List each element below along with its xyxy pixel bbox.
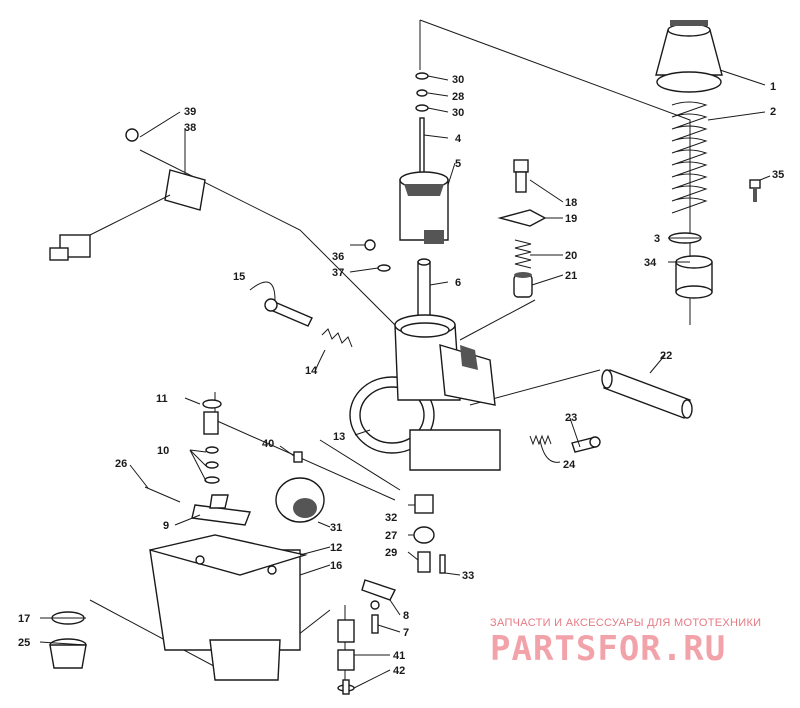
label-34: 34: [644, 257, 657, 269]
part-valve-40: [293, 451, 303, 463]
label-36: 36: [332, 251, 344, 263]
label-37: 37: [332, 267, 344, 279]
label-27: 27: [385, 530, 397, 542]
part-pilot-screw-15: [264, 298, 313, 327]
part-carburetor-body: [349, 314, 501, 471]
watermark-logo: PARTSFOR.RU: [490, 629, 726, 669]
label-35: 35: [772, 169, 784, 181]
label-23: 23: [565, 412, 577, 424]
part-cap-21: [513, 272, 533, 298]
label-24: 24: [563, 459, 576, 471]
part-cap: [655, 20, 723, 93]
part-screw-23: [571, 436, 601, 453]
part-washer-11: [202, 399, 222, 409]
part-throttle-slide: [399, 171, 449, 244]
part-throttle-tube: [417, 258, 431, 318]
label-5: 5: [455, 158, 461, 170]
watermark-subtitle: ЗАПЧАСТИ И АКСЕССУАРЫ ДЛЯ МОТОТЕХНИКИ: [490, 617, 761, 629]
label-26: 26: [115, 458, 127, 470]
label-20: 20: [565, 250, 577, 262]
label-18: 18: [565, 197, 577, 209]
callout-labels: 1 2 3 34 35 30 28 30 4 5 6 36 37 18 19 2…: [18, 74, 784, 677]
label-41: 41: [393, 650, 405, 662]
part-sleeve-41: [337, 619, 355, 671]
part-spring-14: [321, 328, 353, 348]
label-42: 42: [393, 665, 405, 677]
label-13: 13: [333, 431, 345, 443]
part-jet-10: [203, 411, 220, 484]
label-21: 21: [565, 270, 577, 282]
label-1: 1: [770, 81, 776, 93]
part-float-arm: [191, 494, 251, 526]
part-drain-plug: [49, 638, 87, 669]
label-19: 19: [565, 213, 577, 225]
part-screw-35: [749, 179, 761, 202]
label-22: 22: [660, 350, 672, 362]
part-spring-20: [514, 239, 532, 269]
label-28: 28: [452, 91, 464, 103]
part-jet-29: [417, 551, 431, 573]
label-14: 14: [305, 365, 318, 377]
part-clips: [415, 72, 429, 112]
label-17: 17: [18, 613, 30, 625]
part-float-pin: [144, 486, 181, 503]
part-spring: [671, 101, 708, 214]
label-6: 6: [455, 277, 461, 289]
label-30-top: 30: [452, 74, 464, 86]
part-float-bowl: [149, 534, 308, 681]
part-holder-27: [413, 526, 435, 544]
label-8: 8: [403, 610, 409, 622]
label-9: 9: [163, 520, 169, 532]
part-screw-7: [370, 600, 380, 634]
part-needle-holder: [675, 255, 713, 299]
label-30-bottom: 30: [452, 107, 464, 119]
watermark: ЗАПЧАСТИ И АКСЕССУАРЫ ДЛЯ МОТОТЕХНИКИ PA…: [490, 617, 761, 669]
part-adjuster-18: [513, 159, 529, 193]
label-29: 29: [385, 547, 397, 559]
label-4: 4: [455, 133, 462, 145]
part-cap-36: [364, 239, 376, 251]
label-3: 3: [654, 233, 660, 245]
label-16: 16: [330, 560, 342, 572]
label-32: 32: [385, 512, 397, 524]
label-33: 33: [462, 570, 474, 582]
label-25: 25: [18, 637, 30, 649]
label-10: 10: [157, 445, 169, 457]
part-jet-32: [414, 494, 434, 514]
label-7: 7: [403, 627, 409, 639]
part-hose: [601, 369, 693, 419]
part-clip-37: [377, 264, 391, 272]
part-float: [275, 477, 325, 523]
part-jet-needle: [419, 117, 425, 174]
label-38: 38: [184, 122, 196, 134]
part-cable-assembly: [49, 128, 206, 261]
label-12: 12: [330, 542, 342, 554]
label-40: 40: [262, 438, 274, 450]
part-screw-42: [337, 679, 355, 695]
part-plate-19: [497, 209, 547, 227]
leader-lines: [39, 69, 771, 689]
part-bracket-8: [361, 579, 396, 601]
label-31: 31: [330, 522, 342, 534]
label-15: 15: [233, 271, 245, 283]
label-11: 11: [156, 393, 168, 405]
part-screw-33: [439, 554, 446, 574]
label-39: 39: [184, 106, 196, 118]
label-2: 2: [770, 106, 776, 118]
